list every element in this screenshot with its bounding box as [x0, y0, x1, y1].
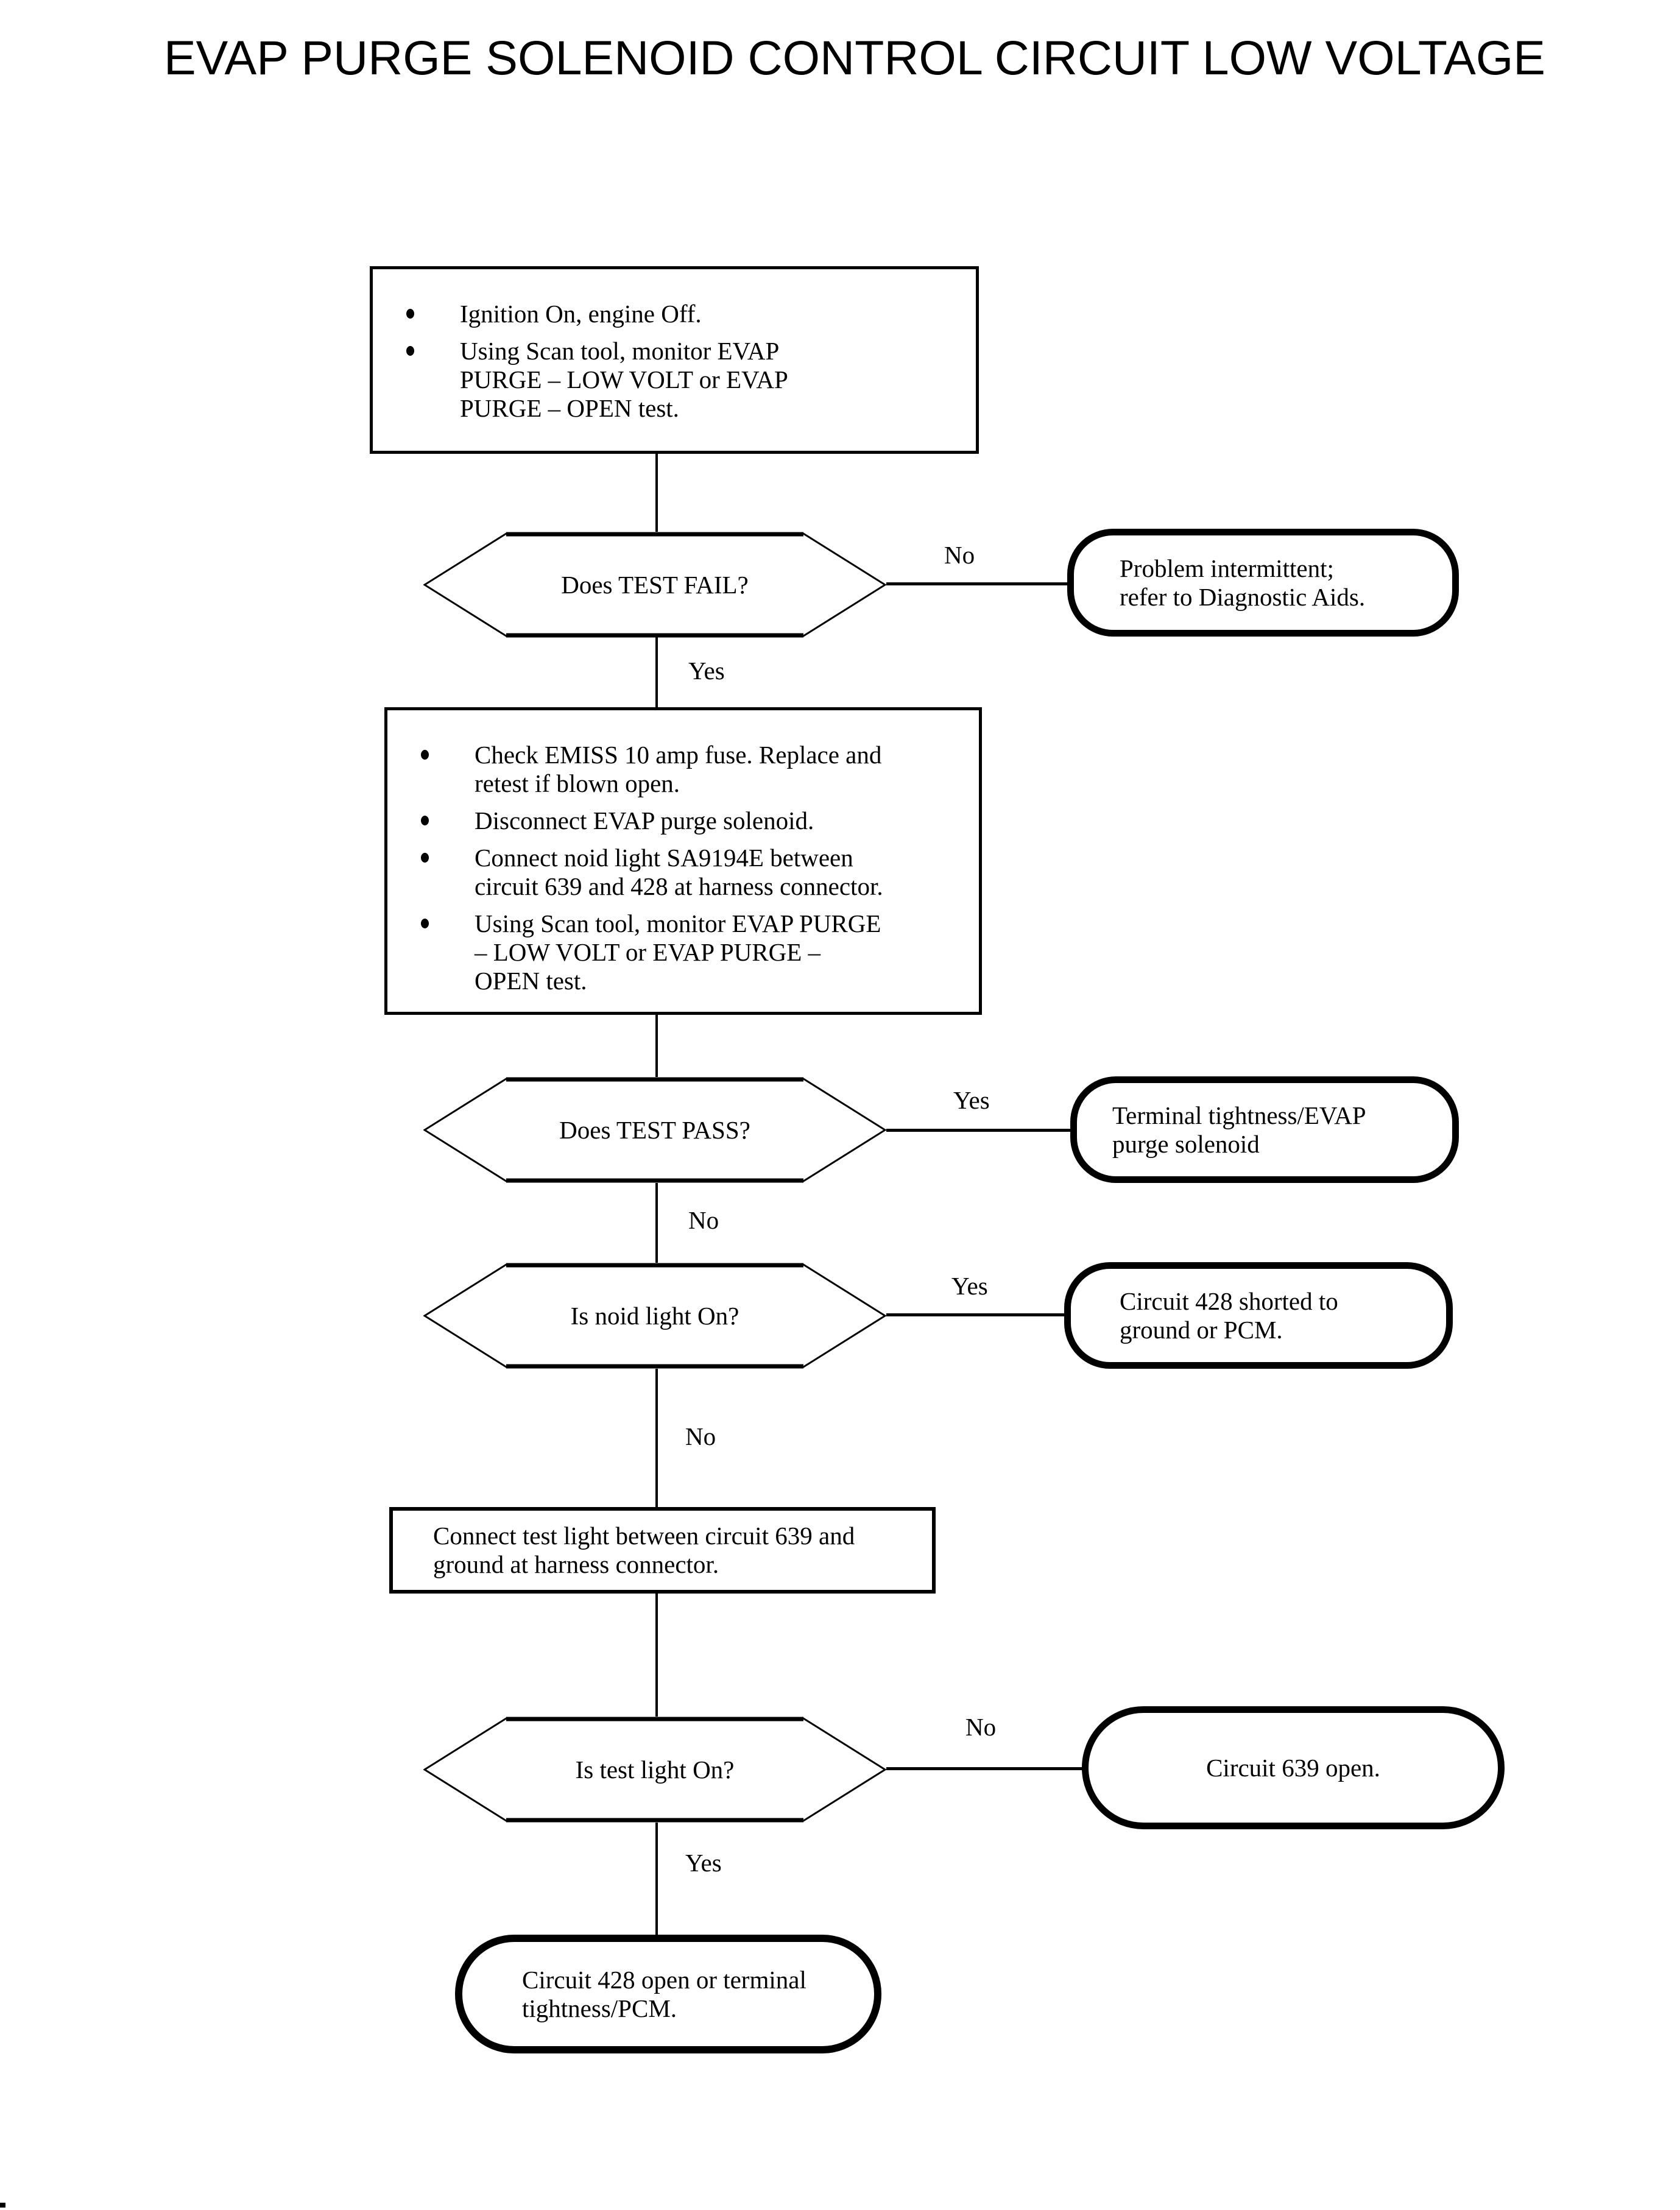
step-text: Using Scan tool, monitor EVAP PURGE – LO… — [460, 337, 788, 422]
connector-step3-to-test-light — [655, 1594, 658, 1717]
branch-label-no: No — [688, 1206, 719, 1234]
step-text: Check EMISS 10 amp fuse. Replace and ret… — [475, 741, 882, 797]
connector-step1-to-test-fail — [655, 454, 658, 532]
result-circuit-428-shorted: Circuit 428 shorted to ground or PCM. — [1064, 1262, 1453, 1369]
decision-does-test-fail: Does TEST FAIL? — [423, 532, 886, 638]
bullet-icon — [421, 750, 429, 760]
connector-test-pass-to-noid-light — [655, 1183, 658, 1263]
connector-test-light-to-result — [655, 1823, 658, 1935]
bullet-icon — [406, 346, 414, 356]
connector-noid-light-to-step3 — [655, 1369, 658, 1507]
list-item: Connect noid light SA9194E between circu… — [387, 844, 979, 901]
decision-is-noid-light-on: Is noid light On? — [423, 1263, 886, 1369]
hexagon-shape — [423, 1717, 886, 1823]
scan-artifact — [0, 2203, 5, 2208]
result-circuit-639-open: Circuit 639 open. — [1082, 1706, 1505, 1829]
branch-label-no: No — [944, 541, 975, 569]
result-text: Terminal tightness/EVAP purge solenoid — [1112, 1101, 1366, 1158]
list-item: Using Scan tool, monitor EVAP PURGE – LO… — [373, 337, 976, 423]
list-item: Using Scan tool, monitor EVAP PURGE – LO… — [387, 909, 979, 995]
branch-label-no: No — [685, 1422, 716, 1450]
step-text: Ignition On, engine Off. — [460, 300, 702, 328]
branch-label-yes: Yes — [688, 657, 725, 685]
decision-question: Does TEST PASS? — [559, 1116, 750, 1144]
step-text: Using Scan tool, monitor EVAP PURGE – LO… — [475, 909, 881, 995]
decision-does-test-pass: Does TEST PASS? — [423, 1077, 886, 1183]
hexagon-shape — [423, 1263, 886, 1369]
page-title: EVAP PURGE SOLENOID CONTROL CIRCUIT LOW … — [163, 30, 1545, 85]
result-terminal-tightness: Terminal tightness/EVAP purge solenoid — [1070, 1076, 1459, 1183]
hexagon-shape — [423, 532, 886, 638]
list-item: Check EMISS 10 amp fuse. Replace and ret… — [387, 741, 979, 798]
connector-test-fail-no-branch — [886, 582, 1069, 585]
list-item: Ignition On, engine Off. — [373, 300, 976, 328]
result-text: Circuit 639 open. — [1206, 1753, 1380, 1782]
step-text: Connect test light between circuit 639 a… — [433, 1522, 855, 1578]
process-box-connect-test-light: Connect test light between circuit 639 a… — [389, 1507, 936, 1594]
process-box-initial-setup: Ignition On, engine Off. Using Scan tool… — [370, 266, 979, 454]
process-box-fuse-noid-light: Check EMISS 10 amp fuse. Replace and ret… — [384, 707, 982, 1015]
branch-label-yes: Yes — [951, 1272, 988, 1300]
branch-label-no: No — [965, 1713, 997, 1741]
connector-test-fail-to-step2 — [655, 637, 658, 707]
result-problem-intermittent: Problem intermittent; refer to Diagnosti… — [1067, 529, 1459, 637]
connector-step2-to-test-pass — [655, 1015, 658, 1077]
bullet-icon — [421, 816, 429, 825]
connector-test-pass-yes-branch — [886, 1129, 1072, 1132]
connector-test-light-no-branch — [886, 1767, 1084, 1770]
hexagon-shape — [423, 1077, 886, 1183]
decision-question: Is test light On? — [575, 1756, 735, 1784]
bullet-icon — [421, 853, 429, 863]
step-text: Connect noid light SA9194E between circu… — [475, 844, 883, 900]
result-text: Circuit 428 shorted to ground or PCM. — [1120, 1287, 1338, 1344]
result-circuit-428-open: Circuit 428 open or terminal tightness/P… — [455, 1935, 881, 2053]
step-text: Disconnect EVAP purge solenoid. — [475, 807, 814, 835]
decision-is-test-light-on: Is test light On? — [423, 1717, 886, 1823]
bullet-icon — [406, 309, 414, 319]
list-item: Disconnect EVAP purge solenoid. — [387, 807, 979, 835]
result-text: Circuit 428 open or terminal tightness/P… — [522, 1965, 806, 2022]
decision-question: Is noid light On? — [570, 1302, 739, 1330]
bullet-icon — [421, 919, 429, 928]
decision-question: Does TEST FAIL? — [561, 571, 749, 599]
branch-label-yes: Yes — [685, 1849, 722, 1877]
branch-label-yes: Yes — [953, 1086, 990, 1114]
connector-noid-light-yes-branch — [886, 1313, 1066, 1316]
result-text: Problem intermittent; refer to Diagnosti… — [1120, 554, 1366, 611]
